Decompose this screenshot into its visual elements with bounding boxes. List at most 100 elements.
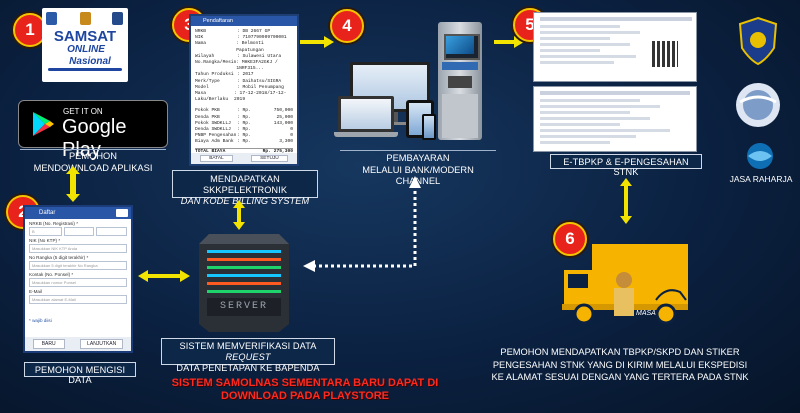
police-emblem — [734, 80, 782, 130]
skkp-header: Pendaftaran — [191, 16, 297, 26]
step5-caption: E-TBPKP & E-PENGESAHAN STNK — [550, 154, 702, 177]
jasa-raharja-logo — [736, 142, 784, 172]
skkp-value: : Sulawesi Utara — [237, 53, 282, 59]
logo-emblem-mid — [80, 12, 91, 25]
skkp-amount-currency: : Rp. — [237, 114, 251, 120]
step6-caption-line2: PENGESAHAN STNK YANG DI KIRIM MELALUI EK… — [492, 359, 748, 370]
email-input[interactable]: Masukkan alamat E-Mail — [29, 295, 127, 304]
step-4-badge: 4 — [330, 9, 364, 43]
logo-emblem-left — [46, 12, 57, 25]
step3-caption-line1: MENDAPATKAN SKKPELEKTRONIK — [202, 174, 288, 195]
step4-caption-line2: MELALUI BANK/MODERN CHANNEL — [362, 164, 474, 187]
server-illustration: SERVER — [195, 228, 293, 333]
server-caption-line1-italic: REQUEST — [225, 352, 271, 362]
step-6-badge: 6 — [553, 222, 587, 256]
skkp-amount-label: Pokok PKB — [195, 108, 220, 114]
skkp-cancel-button[interactable]: BATAL — [200, 155, 233, 162]
step2-caption: PEMOHON MENGISI DATA — [24, 362, 136, 385]
skkp-value: : Belmonti Papatungan — [236, 41, 264, 53]
qr-code-icon — [652, 41, 678, 67]
nrkb-input-prefix[interactable]: B — [29, 227, 62, 236]
skkp-amount-value: 0 — [290, 127, 293, 133]
google-play-icon — [33, 112, 54, 136]
form-field-label-nrkb: NRKB (No. Registrasi) * — [29, 221, 79, 226]
rangka-input[interactable]: Masukkan 5 digit terakhir No Rangka — [29, 261, 127, 270]
smartphone — [422, 114, 436, 140]
playstore-notice: SISTEM SAMOLNAS SEMENTARA BARU DAPAT DI … — [170, 377, 440, 403]
samsat-logo-line3: Nasional — [69, 56, 111, 67]
step3-caption-line2: DAN KODE BILLING SYSTEM — [180, 196, 310, 206]
skkp-amount-value: 750,000 — [273, 108, 293, 114]
arrow-step3-server — [233, 200, 245, 230]
arrow-step1-step2 — [66, 166, 80, 202]
server-caption-line2: DATA PENETAPAN KE BAPENDA — [176, 363, 320, 373]
nrkb-input-number[interactable] — [63, 227, 95, 236]
step-1-badge: 1 — [13, 13, 47, 47]
skkp-label: NIK — [195, 35, 204, 41]
skkp-value: : Mobil Penumpang — [237, 84, 284, 90]
skkp-approve-button[interactable]: SETUJU — [251, 155, 288, 162]
skkp-label: NRKB — [195, 29, 207, 34]
form-required-note: * wajib diisi — [29, 318, 52, 323]
server-caption: SISTEM MEMVERIFIKASI DATA REQUEST DATA P… — [161, 338, 335, 373]
skkp-amount-currency: : Rp. — [237, 127, 251, 133]
form-field-label-email: E-Mail — [29, 289, 43, 294]
skkp-value: : 2017 — [237, 72, 254, 78]
step6-caption: PEMOHON MENDAPATKAN TBPKP/SKPD DAN STIKE… — [480, 346, 760, 384]
skkp-label: Wilayah — [195, 53, 215, 59]
form-back-button[interactable]: BARU — [32, 339, 65, 349]
step4-caption: PEMBAYARAN MELALUI BANK/MODERN CHANNEL — [340, 150, 496, 188]
nik-input[interactable]: Masukkan NIK KTP Anda — [29, 244, 127, 253]
skkp-amount-value: 3,300 — [279, 139, 293, 145]
stnk-endorsement-document — [533, 86, 697, 152]
skkp-label: Nama — [195, 41, 207, 47]
nrkb-input-suffix[interactable] — [96, 227, 128, 236]
server-caption-line1-plain: SISTEM MEMVERIFIKASI DATA — [179, 341, 317, 351]
logo-emblem-right — [112, 12, 123, 25]
skkp-label: Model — [195, 84, 209, 90]
skkp-amount-label: Pokok SWDKLLJ — [195, 120, 231, 126]
form-header: Daftar — [25, 207, 131, 219]
arrow-step4-step5 — [494, 36, 524, 48]
skkp-total-value: Rp. 275,300 — [262, 148, 293, 154]
skkp-amount-label: Denda PKB — [195, 114, 220, 120]
truck-label: MASA — [636, 310, 656, 317]
skkp-amount-value: 25,000 — [276, 114, 293, 120]
skkp-value: : 7107790909700001 — [237, 35, 287, 41]
form-field-label-nik: NIK (No KTP) * — [29, 238, 61, 243]
skkp-header-title: Pendaftaran — [203, 18, 233, 24]
step6-caption-line1: PEMOHON MENDAPATKAN TBPKP/SKPD DAN STIKE… — [500, 347, 740, 357]
pemda-emblem — [736, 16, 780, 66]
form-next-button[interactable]: LANJUTKAN — [80, 339, 124, 349]
server-label: SERVER — [219, 301, 268, 312]
step1-caption-line2: MENDOWNLOAD APLIKASI — [33, 162, 153, 173]
google-play-badge[interactable]: GET IT ON Google Play — [18, 100, 168, 161]
form-field-label-rangka: No Rangka (5 digit terakhir) * — [29, 255, 89, 260]
form-header-title: Daftar — [39, 210, 56, 216]
arrow-step5-step6 — [620, 178, 632, 224]
phone-input[interactable]: Masukkan nomor Ponsel — [29, 278, 127, 287]
step1-caption-line1: PEMOHON — [68, 151, 118, 161]
step6-caption-line3: KE ALAMAT SESUAI DENGAN YANG TERTERA PAD… — [491, 372, 749, 382]
skkp-value: : MHKE3FA2GKJ / 1NRF315... — [236, 60, 278, 72]
etbpkp-document — [533, 12, 697, 82]
skkp-amount-value: 143,000 — [273, 120, 293, 126]
skkp-value: : 17-12-2018/17-12-2019 — [234, 91, 287, 103]
registration-form-screenshot: Daftar NRKB (No. Registrasi) * B NIK (No… — [23, 205, 133, 353]
server-caption-line1: SISTEM MEMVERIFIKASI DATA REQUEST — [166, 341, 330, 363]
skkp-amount-currency: : Rp. — [237, 108, 251, 114]
skkp-label: Merk/Type — [195, 78, 220, 84]
playstore-notice-line1: SISTEM SAMOLNAS SEMENTARA BARU DAPAT DI — [171, 377, 439, 389]
step3-caption: MENDAPATKAN SKKPELEKTRONIK DAN KODE BILL… — [172, 170, 318, 206]
samsat-online-logo: SAMSAT ONLINE Nasional — [42, 8, 128, 82]
skkp-value: : DB 2667 GP — [237, 29, 271, 34]
skkp-label: No.Rangka/Mesin — [195, 60, 237, 66]
samsat-logo-line2: ONLINE — [67, 44, 105, 55]
skkp-amount-label: Biaya Adm Bank — [195, 139, 234, 145]
skkp-amount-label: PNBP Pengesahan — [195, 133, 237, 139]
laptop — [338, 96, 394, 132]
skkp-label: Masa Laku/Berlaku — [195, 91, 229, 103]
skkp-label: Tahun Produksi — [195, 72, 234, 78]
skkp-amount-currency: : Rp. — [237, 133, 251, 139]
form-header-logo — [116, 209, 128, 217]
